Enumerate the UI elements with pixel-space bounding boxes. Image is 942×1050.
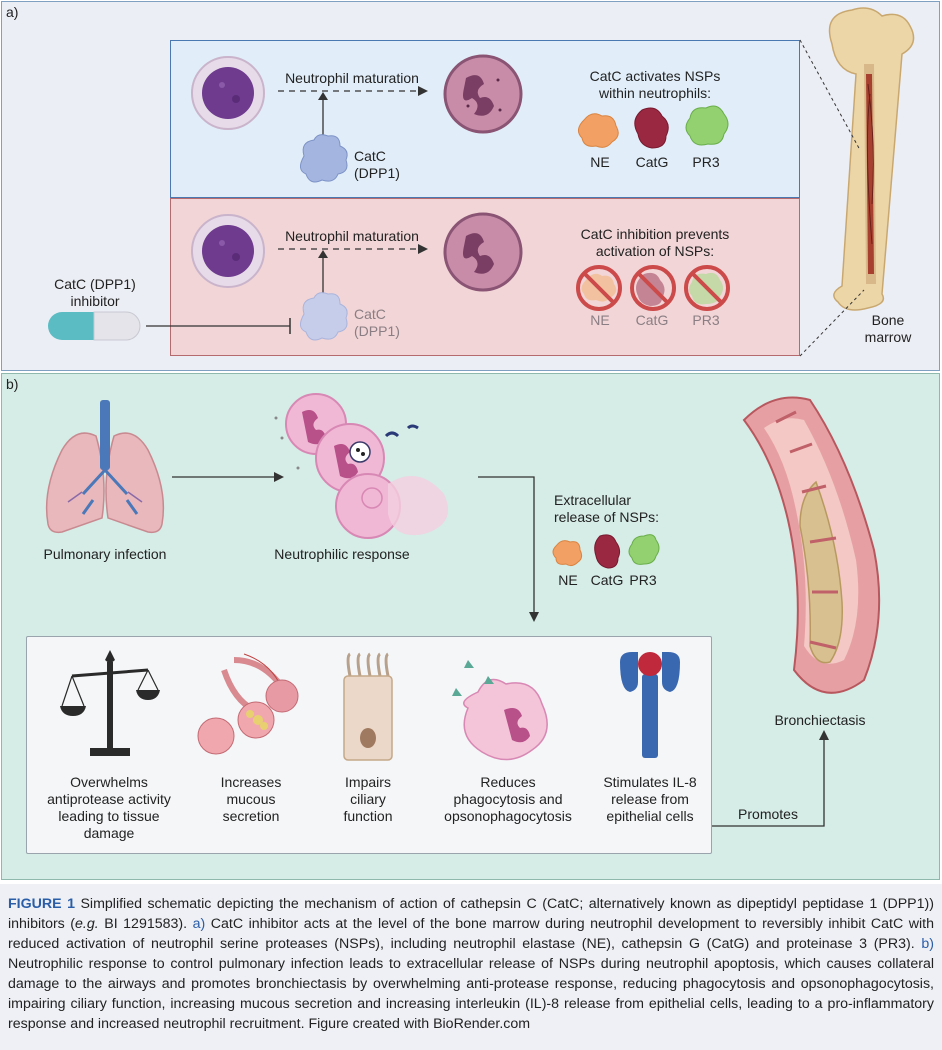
il8-receptor-icon [620, 652, 680, 758]
catc-label: CatC (DPP1) [354, 148, 400, 181]
catc-enzyme-icon [300, 134, 348, 183]
inhibitor-label: CatC (DPP1) inhibitor [54, 276, 136, 309]
pr3-label: PR3 [629, 572, 657, 588]
effect-il8-label: Stimulates IL-8 release from epithelial … [603, 774, 697, 824]
catg-label: CatG [635, 312, 669, 328]
promyelocyte-icon [191, 56, 265, 130]
phagocyte-icon [452, 660, 548, 761]
pr3-protease-icon [628, 534, 660, 565]
caption-a-marker: a) [192, 916, 206, 932]
capsule-icon [48, 311, 141, 341]
effect-antiprotease-label: Overwhelms antiprotease activity leading… [47, 774, 171, 841]
infection-arrow [172, 472, 284, 482]
pulmonary-infection-label: Pulmonary infection [43, 546, 167, 562]
promotes-label: Promotes [738, 806, 798, 822]
effect-ciliary-label: Impairs ciliary function [343, 774, 393, 824]
response-to-effects-arrow [478, 476, 539, 622]
promyelocyte-icon [191, 214, 265, 288]
maturation-label: Neutrophil maturation [285, 70, 419, 86]
catc-up-arrow [318, 92, 328, 138]
catg-blocked-icon [630, 265, 676, 311]
catg-label: CatG [590, 572, 624, 588]
caption-b-marker: b) [921, 936, 934, 952]
pr3-label: PR3 [692, 312, 720, 328]
catg-protease-icon [634, 107, 669, 149]
ne-label: NE [590, 312, 610, 328]
promotes-arrow [712, 730, 829, 827]
lungs-icon [45, 400, 165, 534]
ne-protease-icon [552, 540, 583, 567]
bone-marrow-label: Bone marrow [864, 312, 912, 345]
figure-number: FIGURE 1 [8, 896, 75, 912]
maturation-arrow [278, 86, 428, 96]
inhibition-line [146, 318, 291, 334]
nsp-activation-title: CatC activates NSPs within neutrophils: [589, 68, 721, 101]
bronchiectasis-airway-icon [742, 396, 881, 694]
figure-caption: FIGURE 1 Simplified schematic depicting … [0, 884, 942, 1050]
bronchiectasis-label: Bronchiectasis [774, 712, 866, 728]
panel-b-label: b) [6, 376, 19, 392]
nsp-inhibition-title: CatC inhibition prevents activation of N… [580, 226, 730, 259]
pr3-blocked-icon [684, 265, 730, 311]
mature-neutrophil-icon [443, 54, 523, 134]
pr3-protease-icon [685, 105, 729, 146]
effect-mucous-label: Increases mucous secretion [220, 774, 282, 824]
catc-label: CatC (DPP1) [354, 306, 400, 339]
neutrophil-cluster-icon [274, 393, 449, 539]
catg-protease-icon [594, 534, 621, 569]
ciliated-cell-icon [343, 652, 393, 761]
ne-blocked-icon [576, 265, 622, 311]
alveoli-mucus-icon [197, 653, 299, 755]
panel-a-label: a) [6, 4, 19, 20]
neutrophilic-response-label: Neutrophilic response [274, 546, 410, 562]
effect-phagocytosis-label: Reduces phagocytosis and opsonophagocyto… [444, 774, 572, 824]
catc-up-arrow [318, 250, 328, 296]
extracellular-release-label: Extracellular release of NSPs: [554, 492, 660, 525]
zoom-lines [799, 39, 865, 357]
balance-scale-icon [60, 650, 160, 756]
mature-neutrophil-icon [443, 212, 523, 292]
catg-label: CatG [635, 154, 669, 170]
maturation-arrow [278, 244, 428, 254]
maturation-label: Neutrophil maturation [285, 228, 419, 244]
ne-label: NE [590, 154, 610, 170]
pr3-label: PR3 [692, 154, 720, 170]
femur-bone-icon [828, 7, 915, 311]
ne-protease-icon [578, 113, 619, 148]
ne-label: NE [558, 572, 578, 588]
inhibited-catc-enzyme-icon [300, 292, 348, 341]
